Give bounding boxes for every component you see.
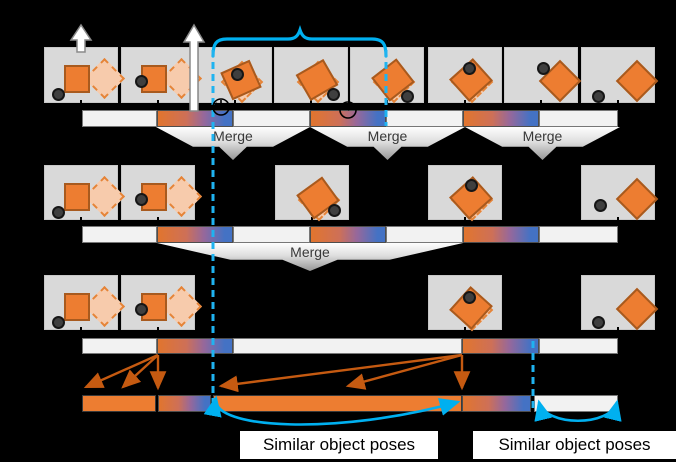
merge-funnel: Merge xyxy=(310,127,465,160)
timeline-segment xyxy=(462,338,539,354)
camera-tick xyxy=(540,100,542,106)
camera-dot xyxy=(327,88,340,101)
camera-dot xyxy=(537,62,550,75)
camera-tick xyxy=(617,217,619,223)
timeline-segment xyxy=(463,110,539,127)
keyframe-box xyxy=(44,275,126,333)
keyframe-box xyxy=(44,165,126,223)
camera-tick xyxy=(80,327,82,333)
timeline-segment xyxy=(539,226,618,243)
camera-dot xyxy=(594,199,607,212)
keyframe-box xyxy=(428,165,502,223)
keyframe-box xyxy=(44,47,126,106)
object-square xyxy=(64,293,90,321)
merge-label: Merge xyxy=(213,128,253,144)
camera-tick xyxy=(157,217,159,223)
timeline-segment xyxy=(233,338,462,354)
timeline-segment xyxy=(233,110,310,127)
merge-funnel: Merge xyxy=(465,127,620,160)
camera-tick xyxy=(311,217,313,223)
timeline-segment xyxy=(539,110,618,127)
camera-dot xyxy=(52,316,65,329)
timeline-segment xyxy=(82,395,156,412)
merge-funnel: Merge xyxy=(156,127,310,160)
camera-dot xyxy=(135,193,148,206)
camera-dot xyxy=(401,90,414,103)
camera-tick xyxy=(157,327,159,333)
object-square xyxy=(64,183,90,211)
camera-dot xyxy=(463,62,476,75)
camera-dot xyxy=(328,204,341,217)
merge-funnel: Merge xyxy=(157,243,463,271)
camera-tick xyxy=(617,327,619,333)
timeline-segment xyxy=(82,338,157,354)
keyframe-box xyxy=(581,275,659,333)
camera-dot xyxy=(463,291,476,304)
timeline-segment xyxy=(462,395,531,412)
camera-dot xyxy=(465,179,478,192)
camera-tick xyxy=(310,100,312,106)
camera-tick xyxy=(464,100,466,106)
camera-dot xyxy=(135,303,148,316)
merge-label: Merge xyxy=(367,128,408,144)
merge-label: Merge xyxy=(290,244,330,260)
camera-tick xyxy=(617,100,619,106)
keyframe-box xyxy=(275,165,349,223)
camera-dot xyxy=(135,75,148,88)
camera-dot xyxy=(231,68,244,81)
keyframe-box xyxy=(121,275,203,333)
timeline-segment xyxy=(310,226,386,243)
similar-poses-label-left: Similar object poses xyxy=(240,431,438,459)
camera-dot xyxy=(592,90,605,103)
camera-dot xyxy=(52,88,65,101)
camera-tick xyxy=(80,100,82,106)
merge-label: Merge xyxy=(522,128,563,144)
camera-tick xyxy=(464,217,466,223)
camera-dot xyxy=(52,206,65,219)
keyframe-box xyxy=(581,47,659,106)
keyframe-box xyxy=(504,47,582,106)
keyframe-box xyxy=(428,275,502,333)
object-square xyxy=(64,65,90,93)
keyframe-box xyxy=(581,165,659,223)
camera-tick xyxy=(80,217,82,223)
timeline-segment xyxy=(82,110,157,127)
similar-poses-label-right: Similar object poses xyxy=(473,431,676,459)
timeline-segment xyxy=(463,226,539,243)
camera-tick xyxy=(464,327,466,333)
camera-dot xyxy=(592,316,605,329)
keyframe-box xyxy=(121,47,203,106)
keyframe-box xyxy=(428,47,502,106)
keyframe-box xyxy=(121,165,203,223)
timeline-segment xyxy=(539,338,618,354)
camera-tick xyxy=(234,100,236,106)
timeline-segment xyxy=(233,226,310,243)
camera-tick xyxy=(157,100,159,106)
timeline-segment xyxy=(386,226,463,243)
timeline-segment xyxy=(82,226,157,243)
